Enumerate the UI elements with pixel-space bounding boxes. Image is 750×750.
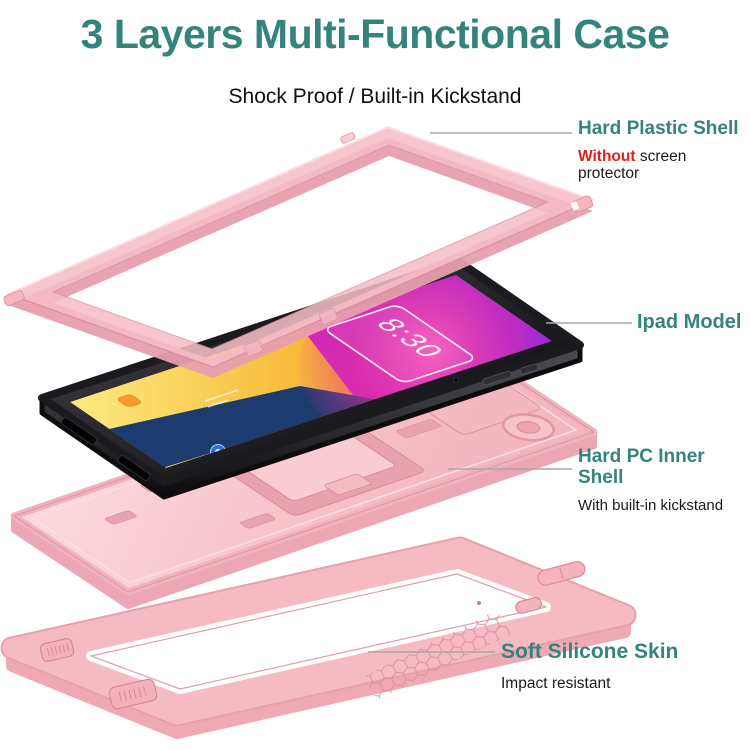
frame-ring <box>8 127 593 367</box>
annotation-note: With built-in kickstand <box>578 496 724 514</box>
frame-highlight <box>7 125 594 295</box>
frame-clip-tabs <box>3 132 594 357</box>
ribbed-grip-large <box>108 678 158 710</box>
annotation-note-rest: screen protector <box>578 147 687 182</box>
annotation-soft-silicone-skin: Soft Silicone Skin Impact resistant <box>501 640 678 692</box>
inner-shell-layer <box>10 352 598 609</box>
clock-widget <box>323 304 476 383</box>
annotation-note: Impact resistant <box>501 675 611 693</box>
annotation-hard-pc-inner-shell: Hard PC Inner Shell With built-in kickst… <box>578 446 750 514</box>
hard-plastic-shell-layer <box>3 125 594 378</box>
silicone-skin-opening-edge <box>90 573 547 690</box>
wallpaper-label-marks <box>204 389 239 408</box>
wallpaper-navy <box>70 386 380 468</box>
front-camera-dot <box>453 377 459 383</box>
button-covers <box>515 561 586 614</box>
annotation-label: Hard PC Inner Shell <box>578 446 705 488</box>
annotation-label: Ipad Model <box>637 311 742 333</box>
kickstand-foot <box>323 474 372 496</box>
annotation-note: Without screen protector <box>578 148 750 182</box>
annotation-label: Hard Plastic Shell <box>578 118 739 139</box>
tablet-side-buttons <box>482 363 539 386</box>
mic-hole <box>477 601 481 605</box>
page-title: 3 Layers Multi-Functional Case <box>80 11 670 57</box>
page-subtitle: Shock Proof / Built-in Kickstand <box>228 85 522 108</box>
silicone-skin-layer <box>0 536 637 739</box>
honeycomb-texture <box>363 610 511 700</box>
camera-ring-inner <box>513 419 545 435</box>
frame-inner-edge <box>52 144 549 350</box>
app-icon <box>116 394 143 407</box>
annotation-label: Soft Silicone Skin <box>501 640 679 663</box>
ribbed-grip-small <box>39 638 75 662</box>
annotation-ipad-model: Ipad Model <box>637 311 741 333</box>
tablet-port-slots <box>60 416 151 481</box>
annotation-hard-plastic-shell: Hard Plastic Shell Without screen protec… <box>578 118 750 182</box>
annotation-note-emphasis: Without <box>578 147 636 165</box>
